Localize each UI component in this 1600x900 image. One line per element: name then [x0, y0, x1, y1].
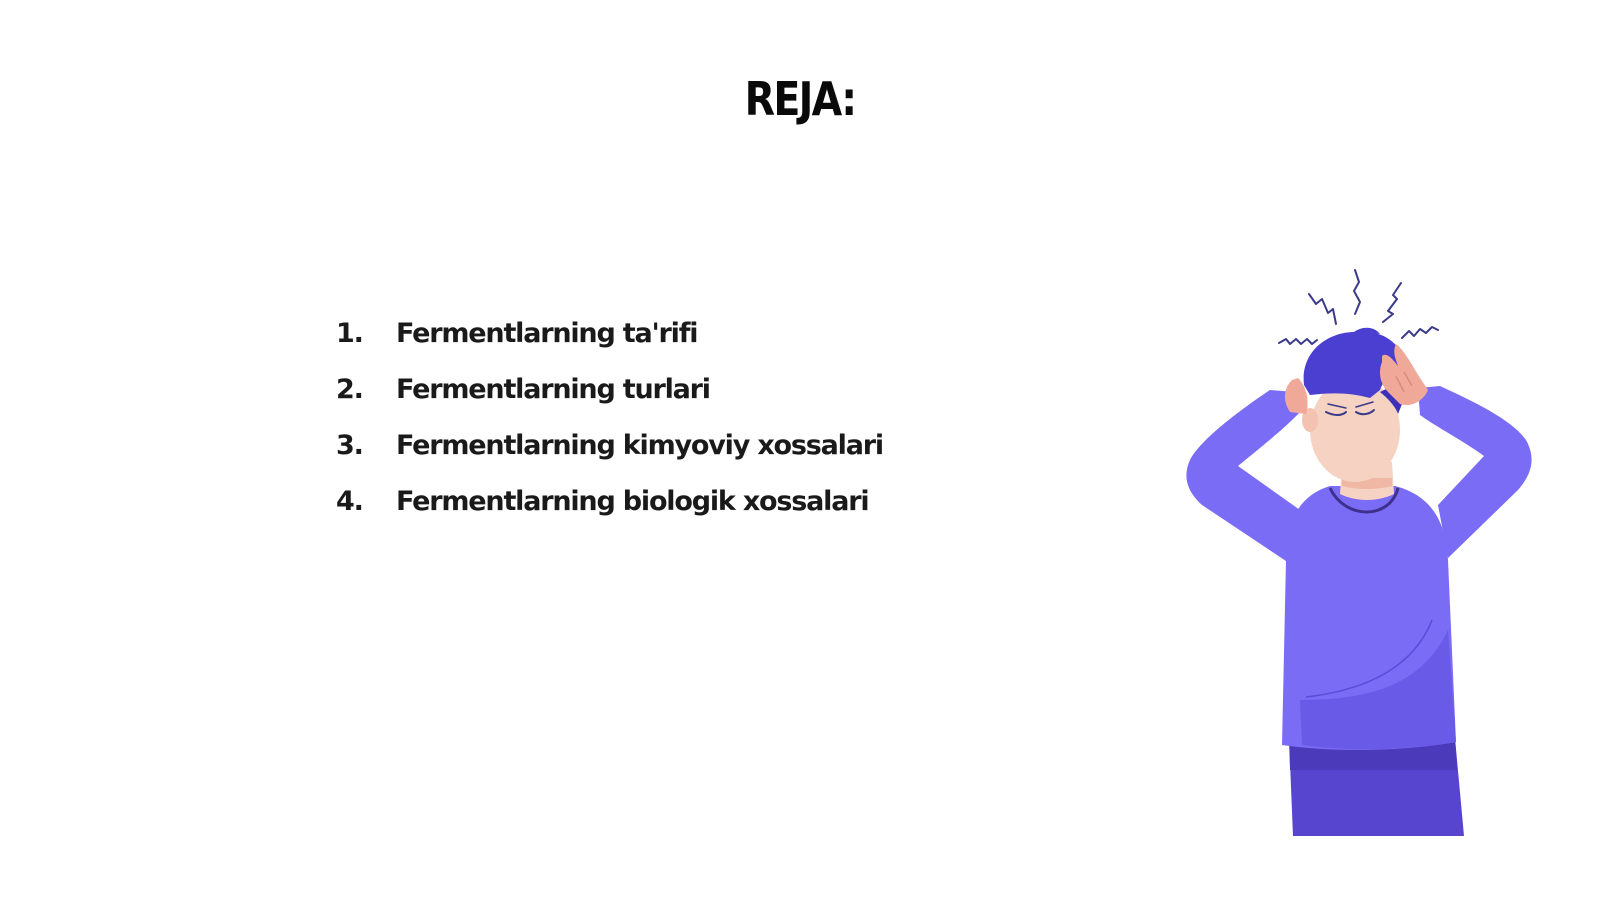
hands	[1284, 344, 1428, 414]
sweater	[1282, 486, 1456, 750]
slide-title: REJA:	[744, 72, 857, 126]
list-item-text: Fermentlarning turlari	[396, 374, 711, 405]
list-item: 4. Fermentlarning biologik xossalari	[336, 486, 883, 542]
right-arm	[1418, 386, 1532, 558]
plan-list: 1. Fermentlarning ta'rifi 2. Fermentlarn…	[336, 318, 884, 542]
list-item: 2. Fermentlarning turlari	[336, 374, 883, 430]
left-arm	[1186, 390, 1300, 565]
list-item-text: Fermentlarning kimyoviy xossalari	[396, 430, 884, 461]
list-item-number: 1.	[336, 318, 364, 349]
pants	[1289, 738, 1464, 836]
stress-lines	[1278, 269, 1439, 345]
list-item-text: Fermentlarning ta'rifi	[396, 318, 699, 349]
list-item-text: Fermentlarning biologik xossalari	[396, 486, 870, 517]
list-item: 3. Fermentlarning kimyoviy xossalari	[336, 430, 884, 486]
stressed-person-illustration	[1186, 269, 1532, 836]
list-item-number: 3.	[336, 430, 364, 461]
list-item: 1. Fermentlarning ta'rifi	[336, 318, 883, 374]
list-item-number: 4.	[336, 486, 364, 517]
list-item-number: 2.	[336, 374, 364, 405]
